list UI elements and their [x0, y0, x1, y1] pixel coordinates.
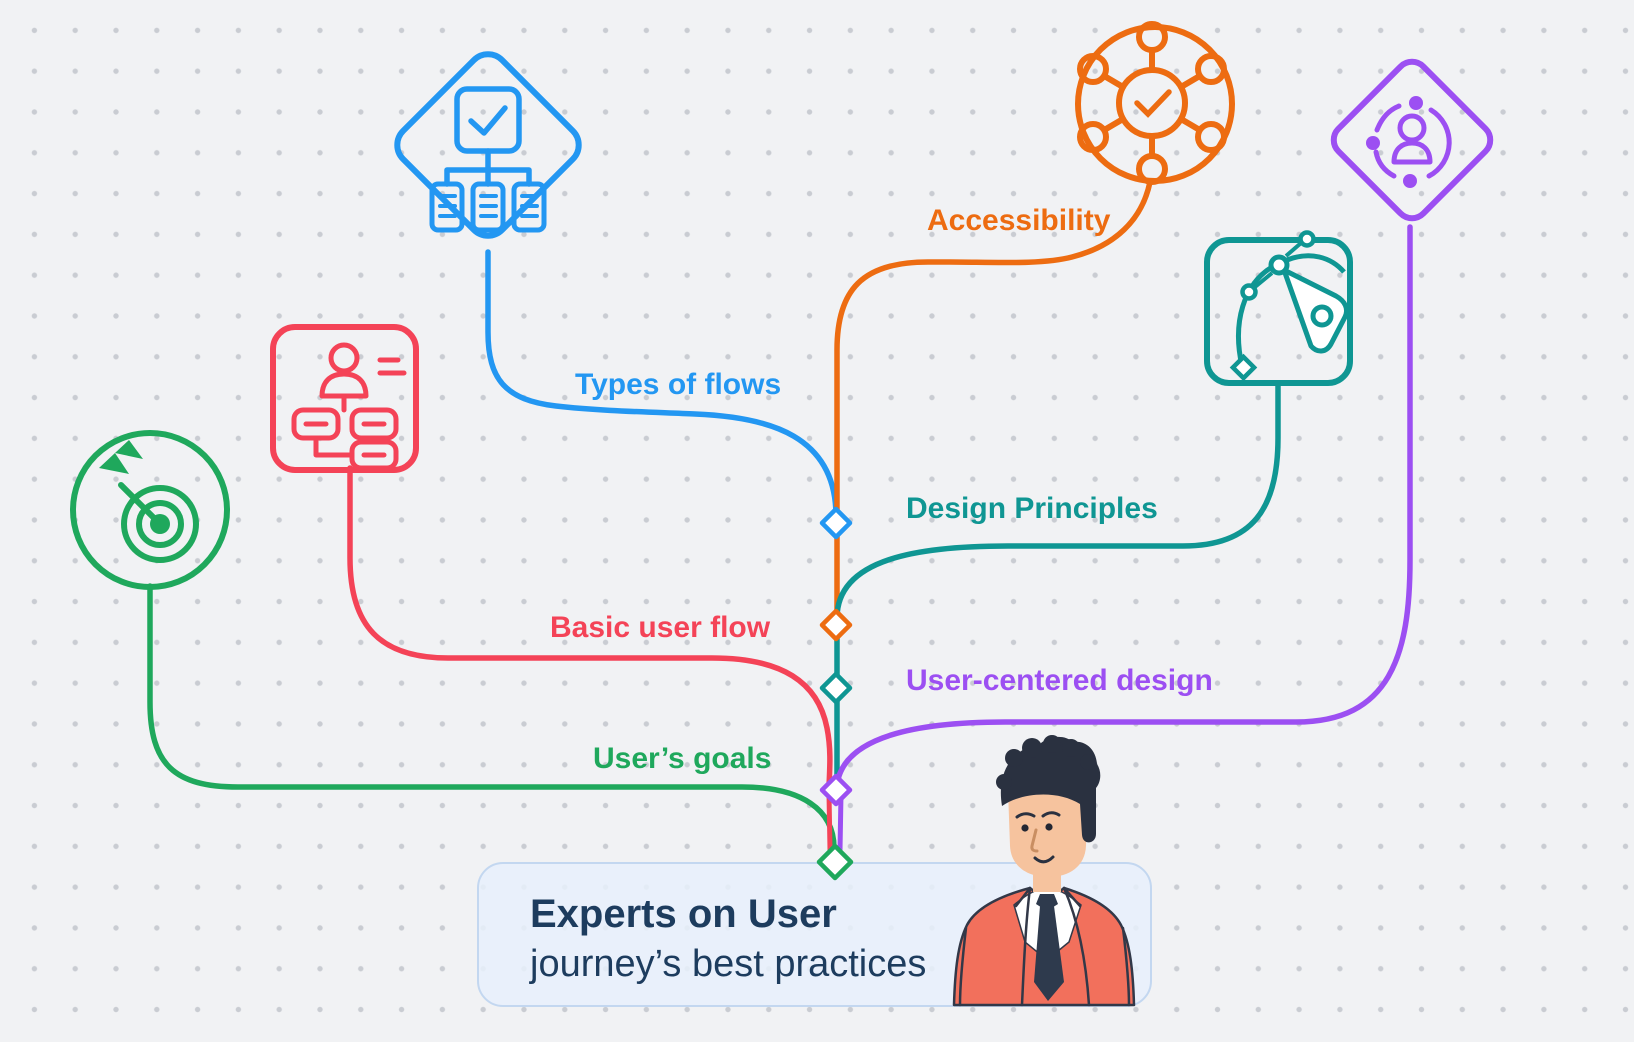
user-flowchart-icon: [291, 342, 407, 471]
accessibility-connector: [834, 179, 1153, 621]
diamond-frame: [1330, 58, 1494, 222]
basic-user-flow-label: Basic user flow: [550, 611, 771, 644]
junction-diamond-green: [816, 843, 854, 881]
hair-curl: [1080, 754, 1096, 770]
junction-diamond-blue: [819, 506, 853, 540]
basic-user-flow-node: [270, 324, 419, 473]
expert-illustration: [952, 735, 1136, 1007]
sitemap-check-icon: [429, 86, 547, 233]
nose: [1030, 828, 1039, 853]
user-centered-design-connector: [834, 224, 1413, 788]
user-centered-design-node: [1330, 58, 1494, 222]
user-centered-design-label: User-centered design: [906, 664, 1213, 697]
junction-diamond-teal: [819, 671, 853, 705]
circle-frame: [70, 430, 230, 590]
junction-diamond-purple: [819, 773, 853, 807]
eye-left: [1021, 824, 1029, 832]
junction-markers: [816, 506, 854, 881]
rounded-square-frame: [270, 324, 419, 473]
hair-curl: [1022, 738, 1042, 758]
rounded-square-frame: [1204, 237, 1353, 386]
design-principles-label: Design Principles: [906, 492, 1158, 525]
hair-curl: [1062, 739, 1080, 757]
hair: [1000, 736, 1101, 843]
hub-network-check-icon: [1077, 21, 1227, 185]
mouth: [1033, 855, 1055, 864]
trunk-red-segment: [826, 791, 833, 853]
design-principles-connector: [834, 382, 1281, 621]
user-focus-icon: [1366, 96, 1452, 188]
pen-tool-icon: [1229, 230, 1350, 382]
types-of-flows-node: [394, 51, 582, 239]
trunk-purple-segment: [837, 791, 844, 853]
central-node-subtitle: journey’s best practices: [530, 943, 927, 985]
users-goals-connector: [147, 583, 837, 851]
types-of-flows-label: Types of flows: [575, 368, 782, 401]
junction-diamond-orange: [819, 608, 853, 642]
face: [1008, 790, 1088, 877]
branch-connectors: [147, 179, 1413, 853]
accessibility-node: [1075, 21, 1235, 185]
tie: [1034, 906, 1064, 1001]
accessibility-label: Accessibility: [927, 204, 1111, 237]
users-goals-node: [70, 430, 230, 590]
hair-curl: [1043, 735, 1061, 753]
design-principles-node: [1204, 230, 1353, 386]
central-node-text: Experts on User journey’s best practices: [530, 892, 926, 988]
hair-curl: [1005, 749, 1023, 767]
suit-lines: [958, 886, 1131, 1007]
basic-user-flow-connector: [347, 465, 833, 789]
target-arrow-icon: [99, 440, 199, 563]
central-node-title: Experts on User: [530, 892, 837, 936]
users-goals-label: User’s goals: [593, 742, 772, 775]
hair-curl: [996, 774, 1012, 790]
types-of-flows-connector: [485, 249, 839, 519]
eye-right: [1045, 823, 1053, 831]
eyebrows: [1015, 811, 1061, 819]
